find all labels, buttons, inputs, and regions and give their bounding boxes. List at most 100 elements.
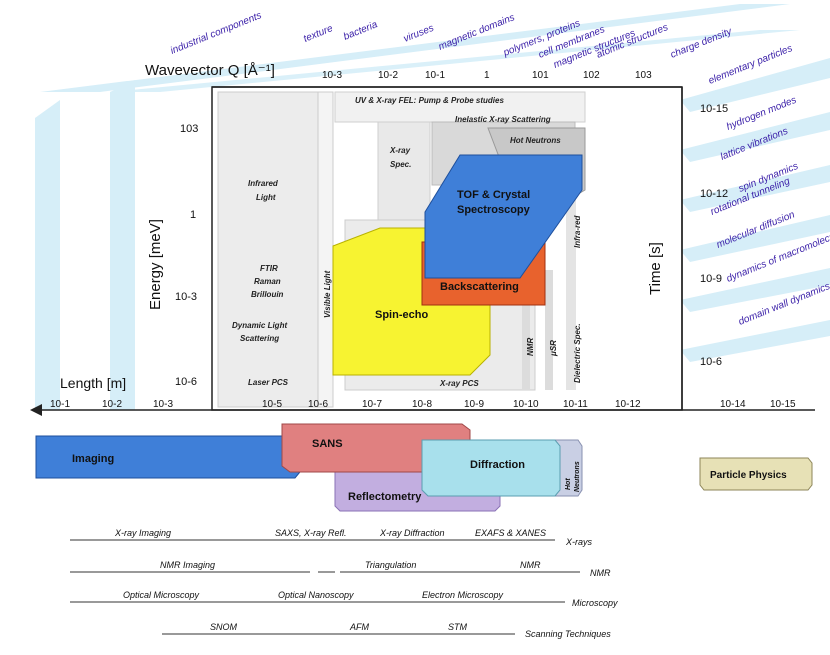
tick-label: 10-11 bbox=[563, 399, 588, 410]
tick-label: 10-9 bbox=[464, 399, 484, 410]
tof-crystal-region bbox=[424, 154, 583, 279]
band-labels: Imaging SANS Reflectometry Diffraction H… bbox=[72, 438, 787, 503]
spin-echo-label: Spin-echo bbox=[375, 309, 428, 321]
tick-label: 101 bbox=[532, 70, 549, 81]
tof-label: Spectroscopy bbox=[457, 204, 531, 216]
tick-label: 10-10 bbox=[513, 399, 539, 410]
technique-label: Optical Nanoscopy bbox=[278, 590, 354, 600]
top-label: bacteria bbox=[342, 19, 380, 43]
xray-spec-label: X-ray bbox=[389, 146, 411, 155]
laser-pcs-label: Laser PCS bbox=[248, 378, 289, 387]
technique-category: Scanning Techniques bbox=[525, 629, 611, 639]
technique-label: EXAFS & XANES bbox=[475, 528, 546, 538]
length-axis-label: Length [m] bbox=[60, 375, 126, 391]
tick-label: 10-6 bbox=[308, 399, 328, 410]
tick-label: 10-7 bbox=[362, 399, 382, 410]
dls-label: Dynamic Light bbox=[232, 321, 287, 330]
dls-label: Scattering bbox=[240, 334, 279, 343]
region-labels: TOF & Crystal Spectroscopy Backscatterin… bbox=[375, 189, 531, 321]
energy-axis-label: Energy [meV] bbox=[147, 219, 164, 310]
ftir-label: Brillouin bbox=[251, 290, 284, 299]
tick-label: 10-1 bbox=[425, 70, 445, 81]
top-label: viruses bbox=[402, 23, 436, 45]
tick-label: 10-2 bbox=[378, 70, 398, 81]
tick-label: 10-9 bbox=[700, 273, 722, 285]
technique-label: SAXS, X-ray Refl. bbox=[275, 528, 347, 538]
technique-label: NMR Imaging bbox=[160, 560, 215, 570]
top-label: texture bbox=[302, 23, 335, 45]
tick-label: 10-3 bbox=[153, 399, 173, 410]
tick-label: 1 bbox=[190, 209, 196, 221]
plot-labels: UV & X-ray FEL: Pump & Probe studies Ine… bbox=[232, 96, 582, 388]
technique-category: NMR bbox=[590, 568, 611, 578]
technique-label: X-ray Diffraction bbox=[379, 528, 445, 538]
imaging-label: Imaging bbox=[72, 453, 114, 465]
technique-category: Microscopy bbox=[572, 598, 618, 608]
technique-label: Optical Microscopy bbox=[123, 590, 200, 600]
tick-label: 10-12 bbox=[615, 399, 641, 410]
length-ticks: 10-1 10-2 10-3 10-5 10-6 10-7 10-8 10-9 … bbox=[50, 399, 796, 410]
top-stripes bbox=[40, 4, 830, 362]
technique-label: X-ray Imaging bbox=[114, 528, 171, 538]
sans-label: SANS bbox=[312, 438, 343, 450]
tick-label: 10-14 bbox=[720, 399, 746, 410]
nmr-technique-row: NMR Imaging Triangulation NMR NMR bbox=[70, 560, 611, 578]
particle-physics-label: Particle Physics bbox=[710, 470, 787, 481]
diffraction-band bbox=[421, 439, 561, 497]
tick-label: 10-3 bbox=[175, 291, 197, 303]
particle-physics-band bbox=[699, 457, 813, 491]
tick-label: 10-6 bbox=[700, 356, 722, 368]
technique-label: Electron Microscopy bbox=[422, 590, 504, 600]
tick-label: 103 bbox=[180, 123, 198, 135]
scanning-technique-row: SNOM AFM STM Scanning Techniques bbox=[162, 622, 611, 639]
tof-label: TOF & Crystal bbox=[457, 189, 530, 201]
tick-label: 10-5 bbox=[262, 399, 282, 410]
hot-neutrons-band-label: Hot bbox=[565, 478, 572, 490]
reflectometry-label: Reflectometry bbox=[348, 491, 422, 503]
tick-label: 10-6 bbox=[175, 376, 197, 388]
xray-spec-label: Spec. bbox=[390, 160, 411, 169]
technique-label: SNOM bbox=[210, 622, 238, 632]
ftir-label: Raman bbox=[254, 277, 281, 286]
tick-label: 10-2 bbox=[102, 399, 122, 410]
left-vertical-stripes bbox=[35, 80, 135, 410]
xray-technique-row: X-ray Imaging SAXS, X-ray Refl. X-ray Di… bbox=[70, 528, 593, 547]
tick-label: 102 bbox=[583, 70, 600, 81]
technique-label: NMR bbox=[520, 560, 541, 570]
time-axis-label: Time [s] bbox=[647, 242, 664, 295]
tick-label: 10-12 bbox=[700, 188, 728, 200]
infrared-label: Infrared bbox=[248, 179, 279, 188]
tick-label: 10-3 bbox=[322, 70, 342, 81]
musr-label: μSR bbox=[549, 340, 558, 357]
nmr-label: NMR bbox=[526, 338, 535, 356]
length-axis-arrow bbox=[30, 404, 42, 416]
microscopy-technique-row: Optical Microscopy Optical Nanoscopy Ele… bbox=[70, 590, 618, 608]
tick-label: 10-15 bbox=[770, 399, 796, 410]
technique-label: AFM bbox=[349, 622, 370, 632]
top-label: charge density bbox=[669, 26, 734, 61]
wavevector-ticks: 10-3 10-2 10-1 1 101 102 103 bbox=[322, 70, 652, 81]
technique-bands bbox=[35, 423, 813, 512]
xray-pcs-label: X-ray PCS bbox=[439, 379, 479, 388]
tick-label: 1 bbox=[484, 70, 490, 81]
technique-label: Triangulation bbox=[365, 560, 416, 570]
tick-label: 10-8 bbox=[412, 399, 432, 410]
ftir-label: FTIR bbox=[260, 264, 278, 273]
infrared-label: Light bbox=[256, 193, 276, 202]
uv-xray-fel-label: UV & X-ray FEL: Pump & Probe studies bbox=[355, 96, 504, 105]
infra-red-label: Infra-red bbox=[573, 214, 582, 248]
hot-neutrons-label: Hot Neutrons bbox=[510, 136, 561, 145]
technique-label: STM bbox=[448, 622, 468, 632]
visible-light-label: Visible Light bbox=[323, 270, 332, 318]
energy-ticks: 103 1 10-3 10-6 bbox=[175, 123, 198, 388]
tick-label: 10-1 bbox=[50, 399, 70, 410]
dielectric-label: Dielectric Spec. bbox=[573, 323, 582, 383]
time-ticks: 10-15 10-12 10-9 10-6 bbox=[700, 103, 728, 368]
wavevector-axis-label: Wavevector Q [Å⁻¹] bbox=[145, 62, 275, 79]
inelastic-xray-label: Inelastic X-ray Scattering bbox=[455, 115, 551, 124]
technique-category: X-rays bbox=[565, 537, 593, 547]
tick-label: 103 bbox=[635, 70, 652, 81]
backscattering-label: Backscattering bbox=[440, 281, 519, 293]
hot-neutrons-band-label: Neutrons bbox=[574, 461, 581, 492]
